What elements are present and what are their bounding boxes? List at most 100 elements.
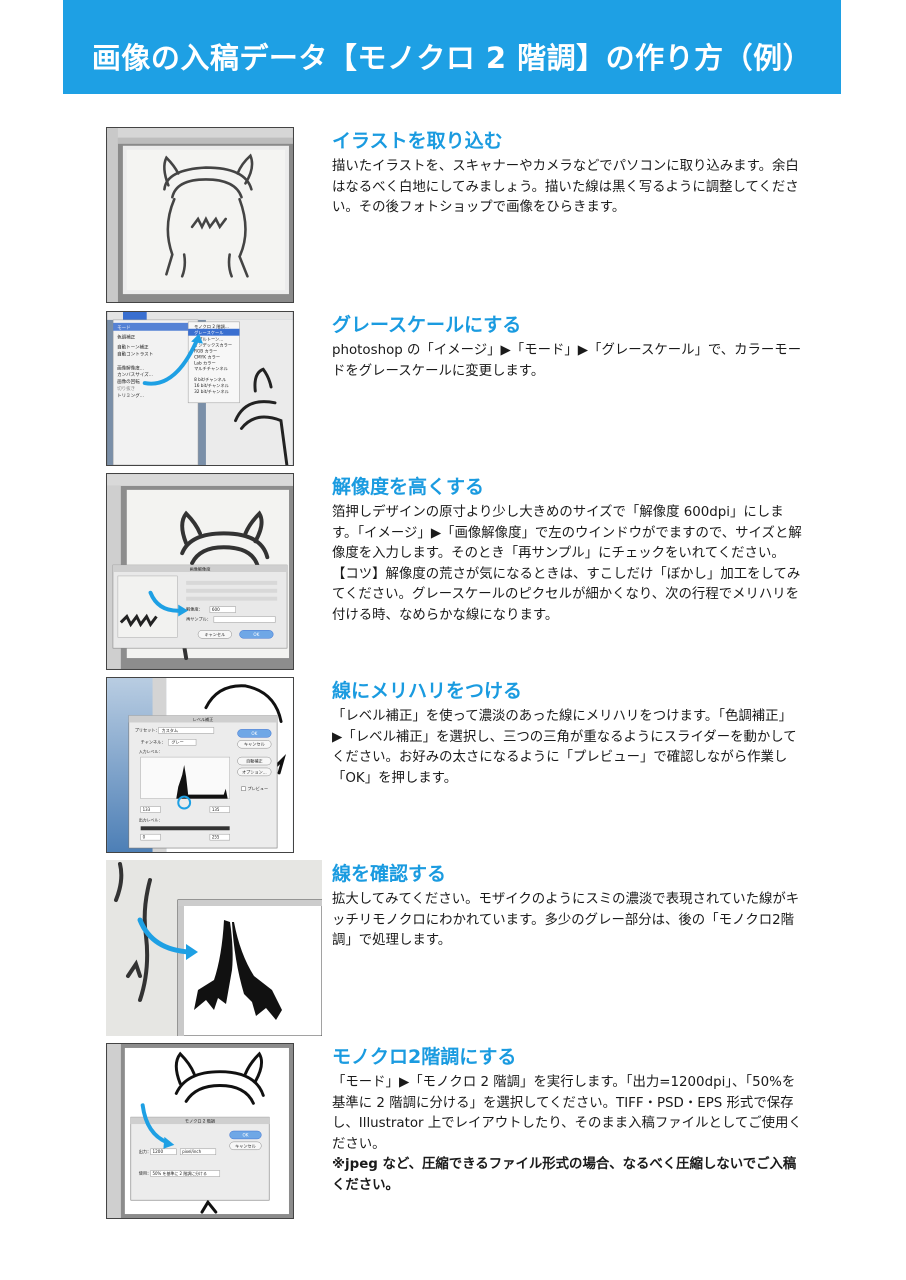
step-bitmap-text: モノクロ2階調にする 「モード」▶「モノクロ 2 階調」を実行します。「出力=1… <box>332 1043 802 1196</box>
compression-note: ※jpeg など、圧縮できるファイル形式の場合、なるべく圧縮しないでご入稿くださ… <box>332 1157 797 1193</box>
screenshot-levels: レベル補正 プリセット： カスタム チャンネル： グレー 入力レベル： 133 … <box>106 677 294 853</box>
screenshot-image-size: 画像解像度 解像度： 600 再サンプル： キャンセル OK <box>106 473 294 670</box>
ok-label: OK <box>253 632 259 637</box>
menu-item-mode-highlight[interactable]: モード <box>117 325 131 331</box>
step-title: イラストを取り込む <box>332 130 503 152</box>
cancel-label: キャンセル <box>235 1143 256 1148</box>
output-label: 出力： <box>139 1148 151 1154</box>
ok-button[interactable] <box>239 630 274 639</box>
options-button[interactable] <box>237 767 272 777</box>
levels-illustration: レベル補正 プリセット： カスタム チャンネル： グレー 入力レベル： 133 … <box>107 678 293 852</box>
bitmap-illustration: モノクロ 2 階調 出力： 1200 pixel/inch 使用： 50% を基… <box>107 1044 293 1218</box>
input-low-field[interactable] <box>140 806 161 813</box>
header-banner: 画像の入稿データ【モノクロ 2 階調】の作り方（例） <box>63 0 841 94</box>
menu-item[interactable]: 画像の回転 <box>117 378 140 385</box>
menu-item[interactable]: カンバスサイズ... <box>117 371 153 378</box>
step-body: 「レベル補正」を使って濃淡のあった線にメリハリをつけます。「色調補正」▶「レベル… <box>332 709 797 786</box>
ok-button[interactable] <box>229 1130 262 1140</box>
method-label: 使用： <box>139 1170 151 1176</box>
cancel-button[interactable] <box>229 1141 262 1151</box>
output-input[interactable] <box>150 1148 177 1155</box>
step-title: モノクロ2階調にする <box>332 1046 517 1068</box>
preset-select[interactable] <box>158 727 215 734</box>
step-title: 線を確認する <box>332 863 447 885</box>
menu-item[interactable]: 画像解像度... <box>117 364 144 371</box>
step-title: 線にメリハリをつける <box>332 680 523 702</box>
arrow-icon <box>142 335 200 386</box>
resample-select[interactable] <box>213 616 276 623</box>
submenu-item[interactable]: マルチチャンネル <box>194 366 229 372</box>
dialog-title: モノクロ 2 階調 <box>185 1118 215 1124</box>
method-select[interactable] <box>150 1170 221 1177</box>
output-levels-label: 出力レベル： <box>139 817 163 822</box>
channel-select[interactable] <box>168 739 197 746</box>
submenu-item[interactable]: Lab カラー <box>194 360 216 366</box>
image-size-illustration: 画像解像度 解像度： 600 再サンプル： キャンセル OK <box>107 474 293 669</box>
cancel-button[interactable] <box>197 630 232 639</box>
options-label: オプション... <box>242 768 267 774</box>
output-high-value: 255 <box>212 835 220 840</box>
preset-value: カスタム <box>161 727 178 733</box>
step-title: グレースケールにする <box>332 314 522 336</box>
dialog-title: 画像解像度 <box>190 566 211 572</box>
page-title: 画像の入稿データ【モノクロ 2 階調】の作り方（例） <box>91 41 813 75</box>
step-body: photoshop の「イメージ」▶「モード」▶「グレースケール」で、カラーモー… <box>332 343 802 379</box>
resolution-input[interactable] <box>209 606 236 613</box>
output-low-field[interactable] <box>140 833 161 841</box>
mode-submenu-items: モノクロ 2 階調... グレースケール ダブルトーン... インデックスカラー… <box>194 323 232 395</box>
cancel-button[interactable] <box>237 740 272 749</box>
menu-item[interactable]: 自動トーン補正 <box>117 344 149 351</box>
resolution-value: 600 <box>212 607 220 612</box>
step-check-text: 線を確認する 拡大してみてください。モザイクのようにスミの濃淡で表現されていた線… <box>332 860 802 952</box>
submenu-item-grayscale[interactable]: グレースケール <box>194 329 224 336</box>
submenu-item[interactable]: モノクロ 2 階調... <box>194 323 229 330</box>
input-high-field[interactable] <box>209 806 230 813</box>
input-high-value: 135 <box>212 807 220 812</box>
menu-item[interactable]: 切り抜き <box>117 385 135 392</box>
channel-label: チャンネル： <box>141 738 166 744</box>
zoom-illustration <box>106 860 322 1036</box>
step-body: 拡大してみてください。モザイクのようにスミの濃淡で表現されていた線がキッチリモノ… <box>332 892 800 948</box>
output-high-field[interactable] <box>209 833 230 841</box>
menu-item[interactable]: トリミング... <box>117 392 144 399</box>
channel-value: グレー <box>171 739 183 745</box>
ok-label: OK <box>251 731 257 736</box>
step-tip: 【コツ】解像度の荒さが気になるときは、すこしだけ「ぼかし」加工をしてみてください… <box>332 566 801 623</box>
submenu-item[interactable]: 16 bit/チャンネル <box>194 383 229 389</box>
preview-label: プレビュー <box>247 785 268 791</box>
slider-highlight <box>177 795 192 810</box>
step-body: 箔押しデザインの原寸より少し大きめのサイズで「解像度 600dpi」にします。「… <box>332 505 802 561</box>
submenu-item[interactable]: CMYK カラー <box>194 354 220 360</box>
input-levels-label: 入力レベル： <box>139 749 163 754</box>
submenu-item[interactable]: 32 bit/チャンネル <box>194 389 229 395</box>
resolution-label: 解像度： <box>186 606 203 612</box>
unit-select[interactable] <box>179 1148 217 1155</box>
dialog-title: レベル補正 <box>193 716 214 722</box>
preset-label: プリセット： <box>135 726 160 732</box>
arrow-icon <box>137 917 193 955</box>
auto-button[interactable] <box>237 756 272 766</box>
menu-item[interactable]: 色調補正 <box>117 334 136 341</box>
auto-label: 自動補正 <box>246 758 263 764</box>
output-low-value: 0 <box>143 835 146 840</box>
method-value: 50% を基準に 2 階調に分ける <box>153 1171 207 1176</box>
submenu-item[interactable]: インデックスカラー <box>194 342 232 349</box>
resample-label: 再サンプル： <box>186 615 211 621</box>
step-body: 「モード」▶「モノクロ 2 階調」を実行します。「出力=1200dpi」、「50… <box>332 1075 802 1152</box>
ok-label: OK <box>242 1132 248 1137</box>
cancel-label: キャンセル <box>244 742 265 747</box>
submenu-item[interactable]: RGB カラー <box>194 348 217 354</box>
submenu-item[interactable]: ダブルトーン... <box>194 336 223 343</box>
screenshot-mode-menu: モード 色調補正 自動トーン補正 自動コントラスト 画像解像度... カンバスサ… <box>106 311 294 466</box>
cancel-label: キャンセル <box>204 632 225 637</box>
step-title: 解像度を高くする <box>332 476 485 498</box>
preview-checkbox[interactable] <box>241 786 246 791</box>
screenshot-zoom-compare <box>106 860 322 1036</box>
input-low-value: 133 <box>143 807 151 812</box>
step-resolution-text: 解像度を高くする 箔押しデザインの原寸より少し大きめのサイズで「解像度 600d… <box>332 473 802 626</box>
step-levels-text: 線にメリハリをつける 「レベル補正」を使って濃淡のあった線にメリハリをつけます。… <box>332 677 802 789</box>
step-import-text: イラストを取り込む 描いたイラストを、スキャナーやカメラなどでパソコンに取り込み… <box>332 127 802 219</box>
submenu-item[interactable]: 8 bit/チャンネル <box>194 377 227 383</box>
ok-button[interactable] <box>237 729 272 738</box>
menu-item[interactable]: 自動コントラスト <box>117 350 153 357</box>
